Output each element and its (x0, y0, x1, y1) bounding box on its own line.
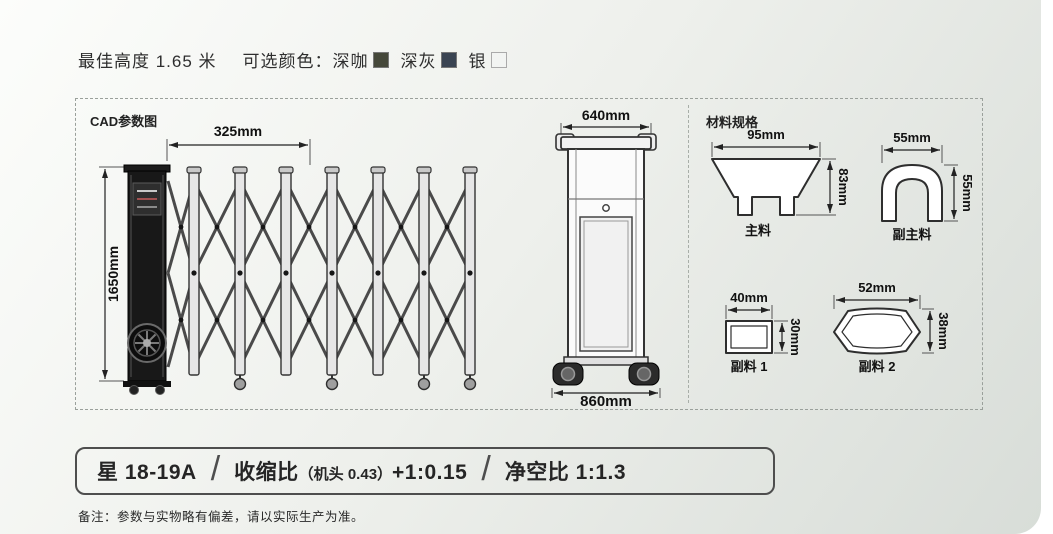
header-line: 最佳高度 1.65 米 可选颜色： 深咖 深灰 银 (78, 47, 519, 72)
profile-aux1: 40mm 30mm 副料 1 (725, 290, 803, 374)
material-profiles-drawing: 95mm 83mm 主料 55mm 55 (711, 127, 975, 374)
color-swatch-dark-gray (440, 51, 457, 68)
aux1-width-label: 40mm (730, 290, 768, 305)
post-base-dimension: 860mm (551, 388, 661, 407)
cad-panel: CAD参数图 材料规格 1650mm 325mm (75, 98, 983, 410)
gate-main-post (123, 164, 171, 395)
main-width-label: 95mm (747, 127, 785, 142)
post-inner-panel (579, 216, 633, 352)
color-option-dark-coffee: 深咖 (333, 47, 389, 72)
color-swatch-silver (490, 51, 507, 68)
gate-width-dimension: 325mm (166, 123, 311, 165)
gate-slats (186, 166, 478, 376)
profile-aux2: 52mm 38mm 副料 2 (833, 280, 951, 374)
model-label: 星 18-19A (97, 461, 197, 484)
post-top-dimension: 640mm (560, 107, 652, 137)
sub-main-height-label: 55mm (960, 174, 975, 212)
motor-fan-icon (127, 323, 167, 363)
profile-sub-main: 55mm 55mm 副主料 (881, 130, 975, 242)
panel-divider (688, 105, 689, 403)
main-height-label: 83mm (836, 168, 851, 206)
color-option-dark-gray: 深灰 (401, 47, 457, 72)
cad-panel-label: CAD参数图 (90, 114, 158, 129)
gate-lattice (166, 179, 472, 369)
sub-main-width-label: 55mm (893, 130, 931, 145)
main-name-label: 主料 (745, 223, 771, 238)
gate-height-dimension: 1650mm (99, 166, 124, 382)
aux2-width-label: 52mm (858, 280, 896, 295)
materials-title: 材料规格 (706, 115, 759, 130)
shrink-ratio: 收缩比 （机头 0.43） +1:0.15 (234, 456, 467, 486)
post-body (552, 133, 660, 386)
aux2-name-label: 副料 2 (859, 359, 896, 374)
post-wheel-left (552, 362, 584, 386)
spec-ratio-bar: 星 18-19A / 收缩比 （机头 0.43） +1:0.15 / 净空比 1… (75, 447, 775, 495)
color-options: 可选颜色： 深咖 深灰 银 (243, 47, 519, 72)
color-options-label: 可选颜色： (242, 52, 333, 71)
clearance-ratio-label: 净空比 1:1.3 (504, 461, 627, 484)
best-height-text: 最佳高度 1.65 米 (78, 52, 217, 71)
aux1-height-label: 30mm (788, 318, 803, 356)
post-wheel-right (628, 362, 660, 386)
color-option-silver: 银 (469, 47, 507, 72)
disclaimer-note: 备注：参数与实物略有偏差，请以实际生产为准。 (78, 510, 365, 524)
divider-slash: / (210, 450, 221, 488)
post-front-drawing: 640mm (551, 107, 661, 407)
shrink-ratio-paren: （机头 0.43） (298, 466, 393, 483)
gate-cad-drawing: 1650mm 325mm (99, 123, 478, 395)
color-swatch-dark-coffee (372, 51, 389, 68)
color-name: 深咖 (332, 52, 369, 71)
gate-width-label: 325mm (214, 123, 262, 139)
aux2-height-label: 38mm (936, 312, 951, 350)
post-base-width-label: 860mm (580, 393, 632, 407)
post-screw (602, 204, 610, 212)
shrink-ratio-label: 收缩比 (234, 461, 299, 484)
post-wheel (155, 385, 165, 395)
profile-main: 95mm 83mm 主料 (711, 127, 851, 238)
color-name: 银 (468, 52, 487, 71)
aux1-name-label: 副料 1 (731, 359, 768, 374)
post-wheel (129, 385, 139, 395)
post-top-width-label: 640mm (582, 107, 630, 123)
color-name: 深灰 (400, 52, 437, 71)
divider-slash: / (481, 450, 491, 488)
gate-height-label: 1650mm (105, 246, 121, 302)
sub-main-name-label: 副主料 (892, 227, 931, 242)
gate-wheels (233, 375, 477, 391)
shrink-ratio-value: +1:0.15 (392, 461, 468, 484)
